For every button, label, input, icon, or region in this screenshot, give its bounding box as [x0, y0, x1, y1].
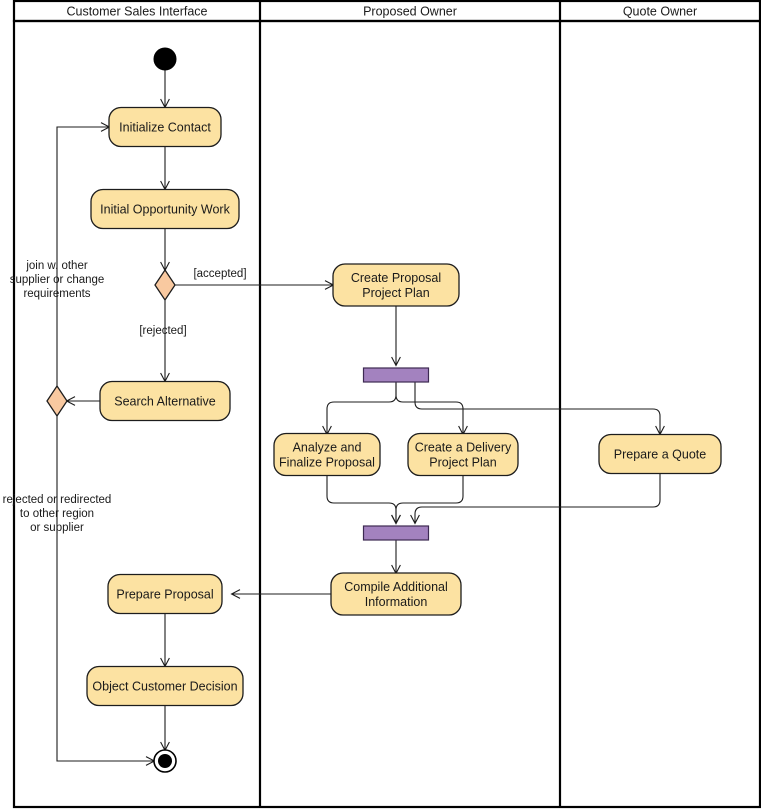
- edge-label-redirect-line-2: to other region: [20, 508, 94, 520]
- edge-label-join-line-1: join w. other: [25, 260, 88, 272]
- activity-prepare-a-quote-label: Prepare a Quote: [614, 448, 706, 462]
- activity-prepare-a-quote[interactable]: Prepare a Quote: [598, 433, 722, 475]
- activity-analyze-and-finalize-proposal-label-2: Finalize Proposal: [279, 456, 375, 470]
- activity-initial-opportunity-work-shape[interactable]: [90, 188, 240, 230]
- edge-label-accepted: [accepted]: [193, 268, 246, 280]
- activity-prepare-proposal[interactable]: Prepare Proposal: [107, 573, 223, 615]
- activity-initial-opportunity-work-label: Initial Opportunity Work: [100, 203, 230, 217]
- edge-label-rejected: [rejected]: [139, 325, 186, 337]
- activity-object-customer-decision[interactable]: Object Customer Decision: [86, 665, 244, 707]
- merge-node-left[interactable]: [46, 384, 68, 418]
- final-node-inner-disc: [158, 754, 172, 768]
- activity-create-a-delivery-project-plan-label-1: Create a Delivery: [415, 441, 512, 455]
- edge-label-redirect-line-3: or supplier: [30, 522, 84, 534]
- activity-initialize-contact-shape[interactable]: [108, 106, 222, 148]
- edge-label-join-line-3: requirements: [23, 288, 90, 300]
- activity-create-a-delivery-project-plan[interactable]: Create a Delivery Project Plan: [407, 432, 519, 477]
- activity-create-proposal-project-plan-label-2: Project Plan: [362, 286, 429, 300]
- activity-create-proposal-project-plan-shape[interactable]: [332, 263, 460, 307]
- edge-label-redirect-line-1: rejected or redirected: [3, 494, 112, 506]
- initial-node[interactable]: [153, 47, 177, 71]
- activity-object-customer-decision-shape[interactable]: [86, 665, 244, 707]
- edge-fork-to-create-delivery-project-plan: [395, 382, 468, 436]
- activity-prepare-a-quote-shape[interactable]: [598, 433, 722, 475]
- activity-compile-additional-information-label-1: Compile Additional: [344, 580, 448, 594]
- lane-title-quote-owner: Quote Owner: [623, 4, 697, 18]
- edge-prepare-a-quote-to-join: [410, 474, 661, 525]
- final-node[interactable]: [153, 749, 177, 773]
- edge-label-join-line-2: supplier or change: [10, 274, 105, 286]
- lane-body-band: [12, 19, 761, 809]
- activity-compile-additional-information-shape[interactable]: [330, 572, 462, 616]
- activity-analyze-and-finalize-proposal-shape[interactable]: [273, 432, 381, 477]
- activity-create-a-delivery-project-plan-label-2: Project Plan: [429, 456, 496, 470]
- activity-initial-opportunity-work[interactable]: Initial Opportunity Work: [90, 188, 240, 230]
- activity-initialize-contact[interactable]: Initialize Contact: [108, 106, 222, 148]
- activity-create-a-delivery-project-plan-shape[interactable]: [407, 432, 519, 477]
- swimlane-frame: [12, 0, 761, 809]
- edge-merge-to-initialize-contact: [56, 122, 111, 386]
- fork-bar[interactable]: [362, 367, 430, 383]
- activity-compile-additional-information-label-2: Information: [365, 595, 428, 609]
- edge-fork-to-prepare-a-quote: [414, 382, 665, 436]
- activity-create-proposal-project-plan[interactable]: Create Proposal Project Plan: [332, 263, 460, 307]
- edge-fork-to-analyze-finalize-proposal: [322, 382, 397, 436]
- decision-node-accept-reject[interactable]: [154, 268, 176, 302]
- activity-create-proposal-project-plan-label-1: Create Proposal: [351, 271, 441, 285]
- edge-label-rejected-redirected: rejected or redirected to other region o…: [3, 494, 112, 534]
- activity-search-alternative-shape[interactable]: [99, 380, 231, 422]
- activity-compile-additional-information[interactable]: Compile Additional Information: [330, 572, 462, 616]
- flow-edges: [56, 70, 665, 766]
- activity-analyze-and-finalize-proposal-label-1: Analyze and: [293, 441, 362, 455]
- activity-analyze-and-finalize-proposal[interactable]: Analyze and Finalize Proposal: [273, 432, 381, 477]
- activity-initialize-contact-label: Initialize Contact: [119, 121, 211, 135]
- activity-prepare-proposal-shape[interactable]: [107, 573, 223, 615]
- activity-object-customer-decision-label: Object Customer Decision: [92, 680, 237, 694]
- edge-analyze-finalize-proposal-to-join: [326, 475, 401, 525]
- lane-title-proposed-owner: Proposed Owner: [363, 4, 457, 18]
- lane-title-customer-sales-interface: Customer Sales Interface: [66, 4, 207, 18]
- activity-search-alternative[interactable]: Search Alternative: [99, 380, 231, 422]
- edge-create-delivery-project-plan-to-join: [391, 475, 464, 525]
- join-bar[interactable]: [362, 525, 430, 541]
- activity-search-alternative-label: Search Alternative: [114, 395, 215, 409]
- edge-label-join-w-other: join w. other supplier or change require…: [10, 260, 105, 300]
- activity-prepare-proposal-label: Prepare Proposal: [116, 588, 213, 602]
- edge-merge-to-final-node: [56, 416, 156, 766]
